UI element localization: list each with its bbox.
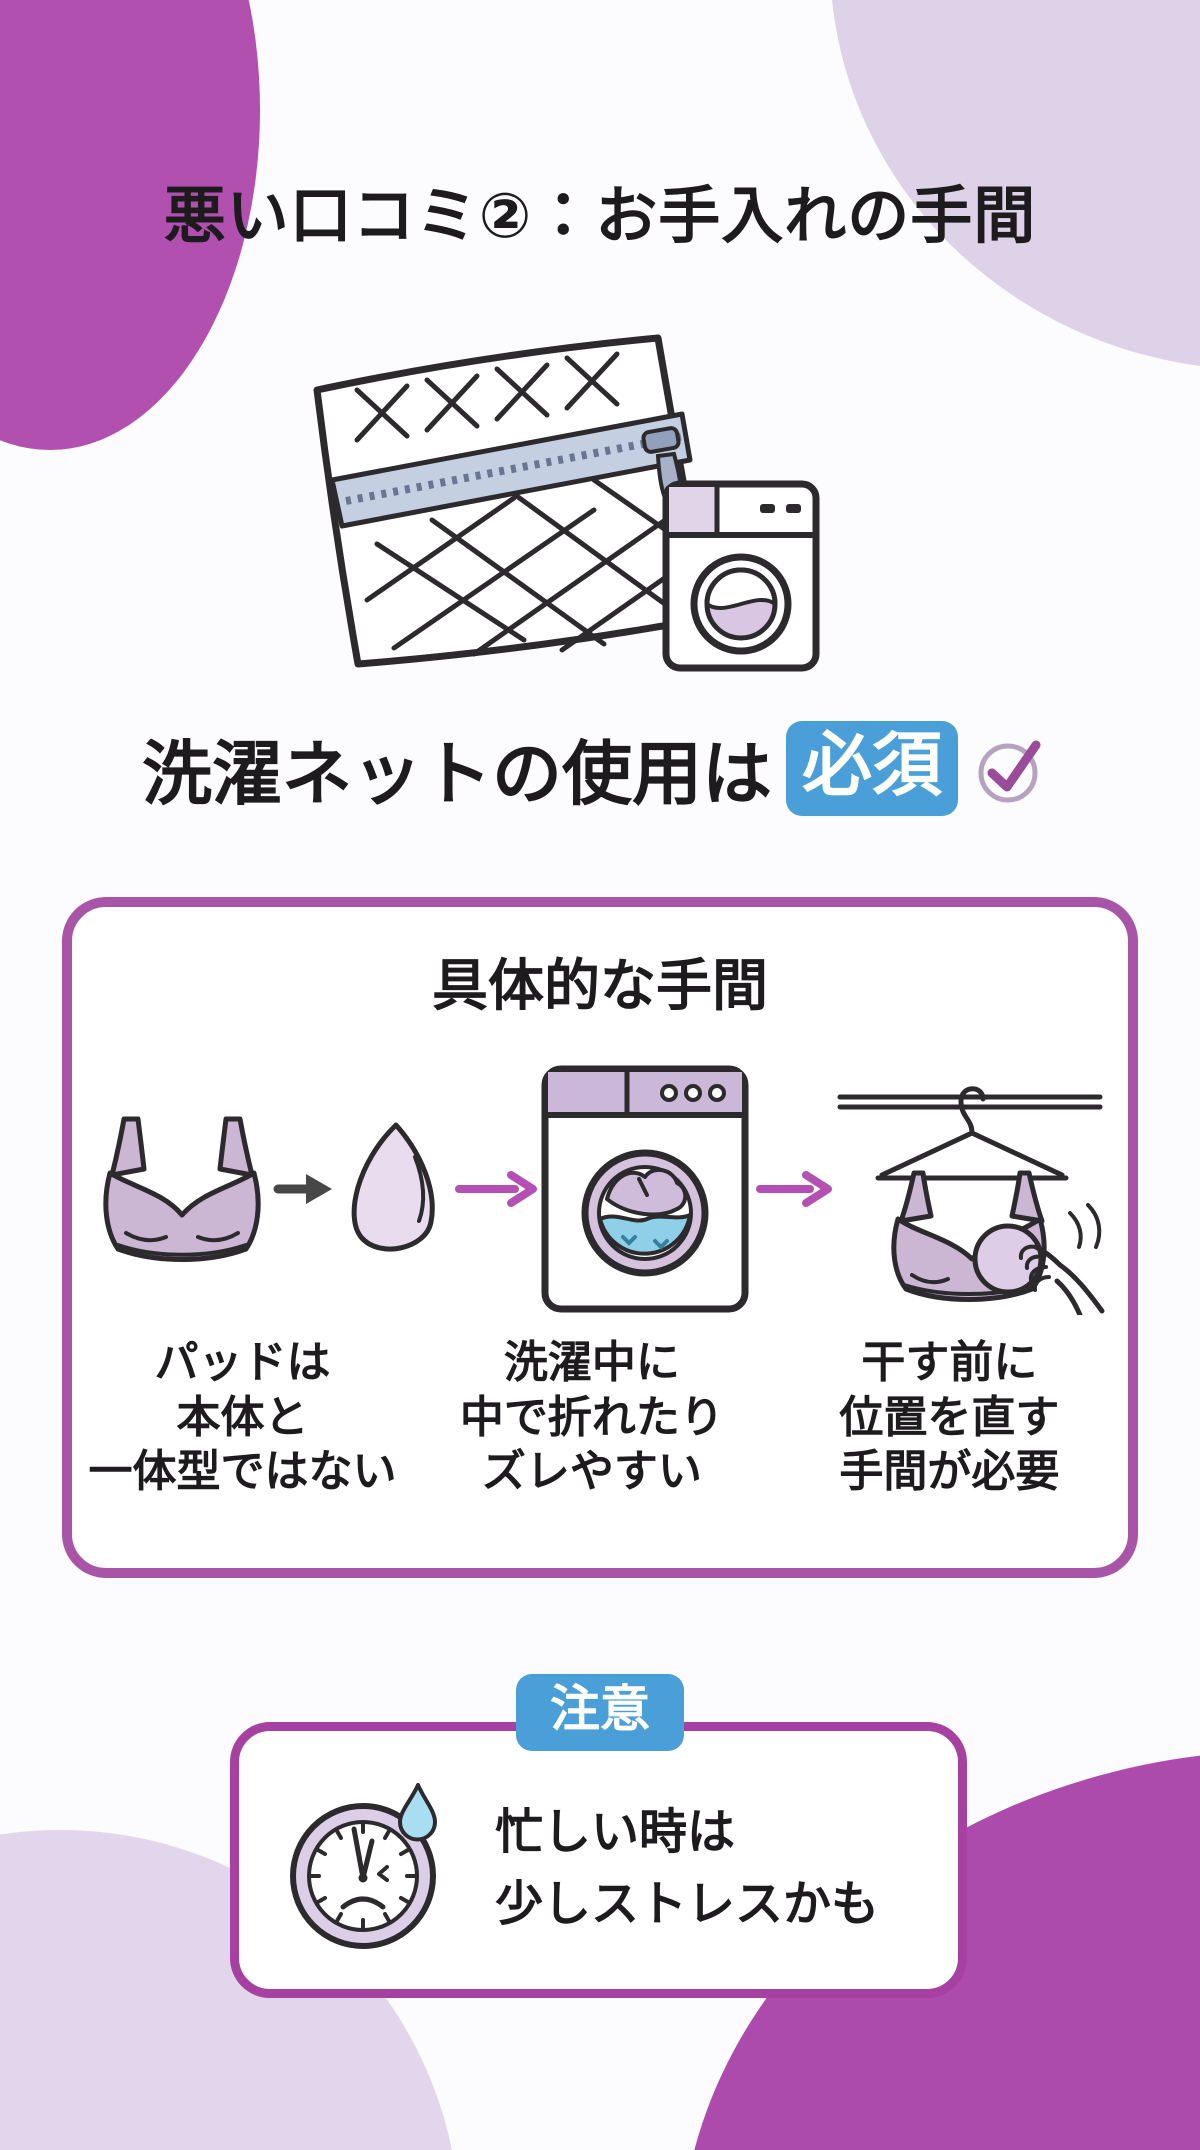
arrow-right-icon: [273, 1174, 333, 1204]
caution-badge: 注意: [516, 1674, 684, 1751]
bra-pad-icon: [351, 1122, 435, 1252]
check-circle-icon: [972, 729, 1058, 809]
washing-machine-icon: [541, 1065, 749, 1313]
laundry-net-bag-icon: [313, 334, 712, 668]
caption-line: 本体と: [176, 1391, 309, 1443]
step-captions: パッドは 本体と 一体型ではない 洗濯中に 中で折れたり ズレやすい 干す前に …: [72, 1336, 1128, 1500]
caption-line: 一体型ではない: [88, 1446, 397, 1498]
caution-text: 忙しい時は 少しストレスかも: [495, 1796, 879, 1940]
caution-line: 少しストレスかも: [495, 1876, 880, 1932]
hero-illustration: [262, 318, 842, 688]
headline-text: 洗濯ネットの使用は: [142, 733, 772, 815]
sweat-drop-icon: [398, 1783, 437, 1842]
bra-icon: [103, 1116, 261, 1262]
caption-line: 位置を直す: [839, 1391, 1060, 1443]
caption-line: 手間が必要: [839, 1446, 1060, 1498]
page-title: 悪い口コミ②：お手入れの手間: [163, 179, 1037, 252]
washing-machine-icon: [662, 480, 820, 672]
detail-box-title: 具体的な手間: [432, 954, 768, 1019]
step-caption: パッドは 本体と 一体型ではない: [80, 1336, 405, 1500]
caption-line: 干す前に: [861, 1337, 1038, 1388]
process-row: [72, 1058, 1128, 1320]
headline: 洗濯ネットの使用は 必須: [0, 718, 1200, 819]
caption-line: 洗濯中に: [503, 1337, 680, 1388]
detail-box: 具体的な手間: [62, 897, 1138, 1578]
arrow-right-icon: [755, 1171, 832, 1207]
caption-line: 中で折れたり: [459, 1391, 724, 1443]
caution-line: 忙しい時は: [495, 1804, 736, 1860]
caption-line: ズレやすい: [481, 1446, 702, 1498]
caption-line: パッドは: [154, 1337, 331, 1388]
hanging-bra-hand-icon: [837, 1086, 1105, 1315]
arrow-right-icon: [454, 1171, 537, 1207]
step-caption: 洗濯中に 中で折れたり ズレやすい: [405, 1336, 779, 1500]
sad-clock-icon: [290, 1783, 437, 1949]
caution-box: 忙しい時は 少しストレスかも: [230, 1722, 967, 1998]
step-caption: 干す前に 位置を直す 手間が必要: [779, 1336, 1120, 1500]
headline-highlight-badge: 必須: [786, 721, 958, 816]
